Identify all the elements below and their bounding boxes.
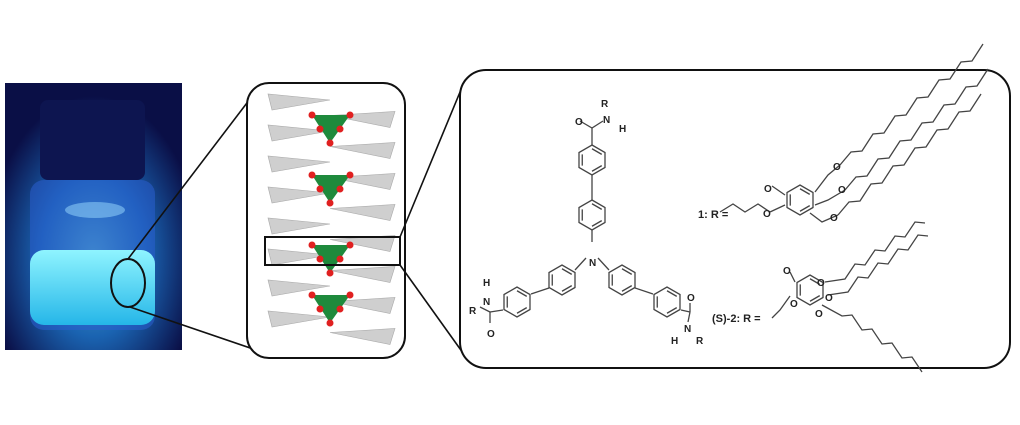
oxygen-label: O: [487, 329, 495, 340]
helix-node: [308, 241, 316, 249]
helix-core-triangle: [312, 115, 350, 143]
helix-blade: [329, 328, 396, 345]
helix-node: [326, 269, 334, 277]
helix-node: [346, 241, 354, 249]
oxygen-label: O: [833, 162, 841, 173]
magnify-circle: [110, 258, 146, 308]
helix-blade: [267, 124, 331, 142]
oxygen-label: O: [817, 278, 825, 289]
hydrogen-label: H: [671, 336, 678, 347]
compound-2-label: (S)-2: R =: [712, 313, 761, 325]
helix-core-triangle: [312, 295, 350, 323]
oxygen-label: O: [790, 299, 798, 310]
amide-nitrogen: N: [603, 115, 610, 126]
vial-cap: [40, 100, 145, 180]
helix-blade: [267, 93, 331, 111]
helix-node: [316, 255, 324, 263]
oxygen-label: O: [815, 309, 823, 320]
hydrogen-label: H: [619, 124, 626, 135]
helix-node: [346, 291, 354, 299]
helix-panel: [246, 82, 406, 359]
helix-node: [316, 125, 324, 133]
helix-node: [346, 111, 354, 119]
selection-rectangle: [264, 236, 401, 266]
benzene-ring: [796, 274, 824, 306]
helix-node: [308, 171, 316, 179]
hydrogen-label: H: [483, 278, 490, 289]
compound-1-label: 1: R =: [698, 209, 728, 221]
r-group-label: R: [696, 336, 704, 347]
oxygen-label: O: [764, 184, 772, 195]
oxygen-label: O: [830, 213, 838, 224]
oxygen-label: O: [687, 293, 695, 304]
helix-node: [336, 305, 344, 313]
amide-nitrogen: N: [483, 297, 490, 308]
oxygen-label: O: [783, 266, 791, 277]
helix-node: [316, 185, 324, 193]
r-group-label: R: [601, 99, 609, 110]
oxygen-label: O: [838, 185, 846, 196]
central-nitrogen: N: [589, 258, 596, 269]
oxygen-label: O: [575, 117, 583, 128]
helix-node: [308, 291, 316, 299]
helix-node: [336, 185, 344, 193]
helix-core-triangle: [312, 245, 350, 273]
helix-blade: [329, 266, 396, 283]
oxygen-label: O: [763, 209, 771, 220]
oxygen-label: O: [825, 293, 833, 304]
vial-photo: [5, 83, 182, 350]
benzene-ring: [503, 286, 531, 318]
helix-blade: [267, 248, 331, 266]
helix-blade: [267, 279, 331, 297]
helix-node: [316, 305, 324, 313]
helix-node: [326, 199, 334, 207]
benzene-ring: [608, 264, 636, 296]
helix-core-triangle: [312, 175, 350, 203]
helix-blade: [267, 186, 331, 204]
helix-node: [308, 111, 316, 119]
benzene-ring: [786, 184, 814, 216]
helix-blade: [329, 204, 396, 221]
helix-blade: [329, 297, 396, 314]
helix-node: [336, 255, 344, 263]
helix-blade: [329, 142, 396, 159]
benzene-ring: [653, 286, 681, 318]
helix-blade: [267, 217, 331, 235]
amide-nitrogen: N: [684, 324, 691, 335]
helix-node: [326, 319, 334, 327]
helix-blade: [267, 310, 331, 328]
benzene-ring: [548, 264, 576, 296]
helix-node: [336, 125, 344, 133]
helix-node: [326, 139, 334, 147]
helix-blade: [267, 155, 331, 173]
r-group-label: R: [469, 306, 477, 317]
helix-node: [346, 171, 354, 179]
zoom-lines-1: [127, 94, 263, 353]
zoom-lines-2: [399, 79, 469, 361]
